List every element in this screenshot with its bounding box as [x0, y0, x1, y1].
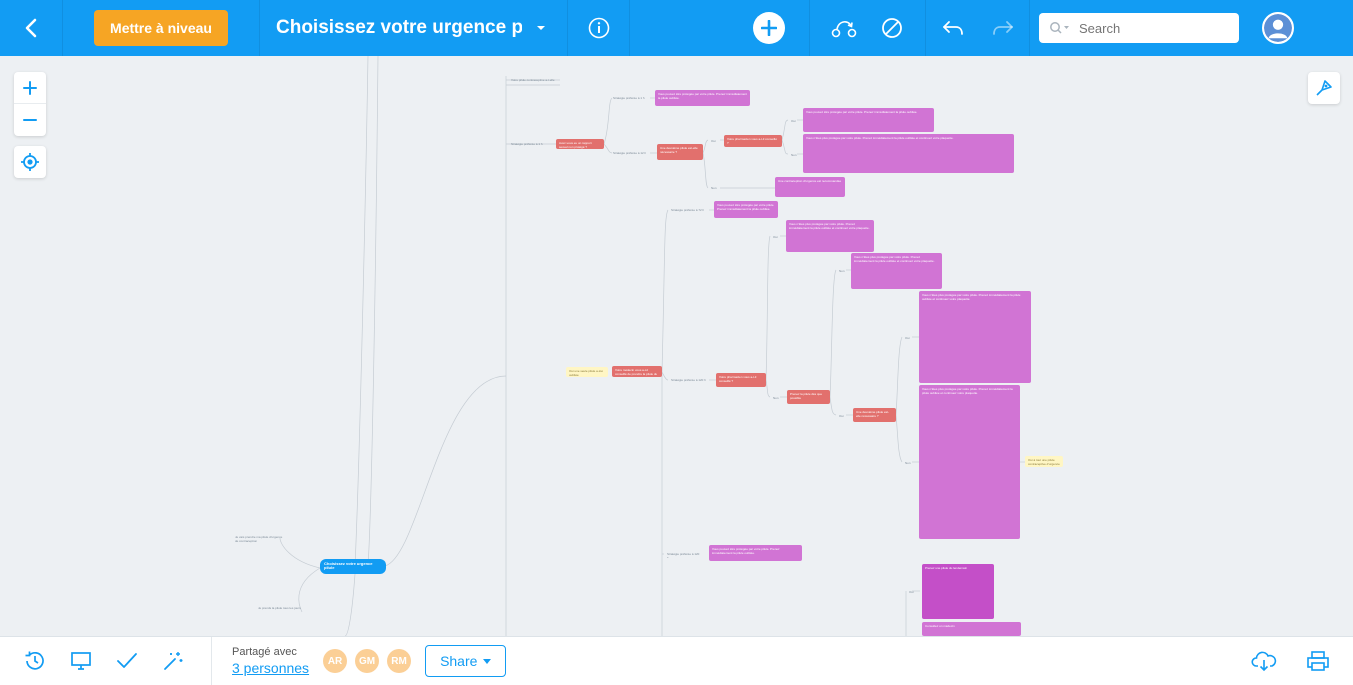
- top-toolbar: Mettre à niveau Choisissez votre urgence…: [0, 0, 1353, 56]
- mindmap-node[interactable]: Oui une seule pilule a été oubliée: [566, 367, 608, 377]
- mindmap-node[interactable]: Stratégie préférée à 1 h: [511, 142, 543, 146]
- mindmap-node[interactable]: Une deuxième pilule est-elle nécessaire …: [853, 408, 896, 422]
- label-oui: Oui: [711, 139, 716, 143]
- zoom-out-button[interactable]: [14, 104, 46, 136]
- collaborator-avatar[interactable]: RM: [387, 649, 412, 673]
- mindmap-node[interactable]: Votre pharmacien vous a-t-il conseillé ?: [716, 373, 766, 387]
- checkmark-icon: [117, 653, 137, 668]
- prohibited-icon: [881, 18, 902, 38]
- mindmap-node[interactable]: Stratégie préférée à 12 h: [613, 151, 647, 155]
- connection-icon: [831, 21, 856, 38]
- mindmap-node[interactable]: Vous pouvez être protégée par votre pilu…: [655, 90, 750, 106]
- undo-icon: [942, 21, 963, 35]
- history-icon: [25, 651, 44, 670]
- mindmap-node[interactable]: Votre pilule contraceptive a-t-elle été …: [511, 78, 555, 82]
- plus-icon: [23, 80, 37, 95]
- crosshair-icon: [21, 153, 39, 171]
- shared-label: Partagé avec: [232, 646, 297, 658]
- cloud-download-icon: [1251, 651, 1277, 672]
- mindmap-node[interactable]: Une contraception d'urgence est recomman…: [775, 177, 845, 197]
- mindmap-node[interactable]: Vous n'êtes plus protégée par votre pilu…: [851, 253, 942, 289]
- printer-icon: [1307, 651, 1329, 671]
- paint-icon: [1316, 80, 1332, 96]
- disable-button[interactable]: [878, 14, 906, 42]
- history-button[interactable]: [12, 637, 58, 685]
- share-button[interactable]: Share: [425, 645, 507, 677]
- plus-icon: [761, 20, 777, 36]
- label-oui: Oui: [791, 119, 796, 123]
- label-oui: Oui: [905, 336, 910, 340]
- mindmap-node[interactable]: Vous n'êtes plus protégée par votre pilu…: [803, 134, 1014, 173]
- mindmap-node[interactable]: Stratégie préférée à 72 h: [671, 208, 705, 212]
- document-title[interactable]: Choisissez votre urgence pil...: [276, 17, 522, 38]
- label-non: Non: [905, 461, 911, 465]
- print-button[interactable]: [1295, 637, 1341, 685]
- redo-button[interactable]: [989, 14, 1017, 42]
- search-icon: [1050, 22, 1069, 34]
- label-oui: Oui: [909, 590, 914, 594]
- back-button[interactable]: [0, 0, 63, 56]
- mindmap-node[interactable]: Vous pouvez être protégée par votre pilu…: [714, 201, 778, 218]
- label-oui: Oui: [839, 414, 844, 418]
- undo-button[interactable]: [939, 14, 967, 42]
- monitor-icon: [71, 652, 91, 670]
- center-map-button[interactable]: [14, 146, 46, 178]
- zoom-controls: [14, 72, 46, 136]
- mindmap-node[interactable]: Vous pouvez être protégée par votre pilu…: [709, 545, 802, 561]
- mindmap-node[interactable]: Prenez la pilule dès que possible: [787, 390, 830, 404]
- collaborator-avatar[interactable]: AR: [323, 649, 348, 673]
- user-avatar[interactable]: [1262, 12, 1294, 44]
- magic-button[interactable]: [150, 637, 196, 685]
- connect-button[interactable]: [830, 14, 858, 42]
- mindmap-node[interactable]: Je prends la pilule tous les jours: [258, 606, 301, 610]
- upgrade-button[interactable]: Mettre à niveau: [94, 10, 228, 46]
- info-icon: [588, 17, 609, 39]
- mindmap-node[interactable]: Vous n'êtes plus protégée par votre pilu…: [919, 291, 1031, 383]
- label-non: Non: [839, 269, 845, 273]
- user-icon: [1264, 14, 1292, 42]
- label-non: Non: [711, 186, 717, 190]
- connector-lines: [279, 56, 1025, 636]
- shared-info: Partagé avec 3 personnes: [232, 646, 309, 676]
- mindmap-node[interactable]: Oui à tout une pilule contraceptive d'ur…: [1025, 456, 1063, 467]
- magic-wand-icon: [164, 652, 183, 670]
- mindmap-node[interactable]: Je vais prendre ma pilule d'urgence de c…: [235, 535, 283, 543]
- mindmap-node[interactable]: Stratégie préférée à 120 h: [671, 378, 706, 382]
- caret-down-icon: [483, 658, 492, 664]
- add-node-button[interactable]: [753, 12, 785, 44]
- mindmap-node[interactable]: Vous pouvez être protégée par votre pilu…: [803, 108, 934, 132]
- mindmap-node[interactable]: Votre médecin vous a-t-il conseillé de p…: [612, 366, 662, 377]
- mindmap-node[interactable]: Prenez une pilule du lendemain: [922, 564, 994, 619]
- mindmap-node[interactable]: Stratégie préférée à 120 h: [667, 552, 700, 558]
- root-node[interactable]: Choisissez votre urgence pilule: [320, 559, 386, 574]
- label-non: Non: [791, 153, 797, 157]
- style-panel-button[interactable]: [1308, 72, 1340, 104]
- label-non: Non: [773, 396, 779, 400]
- mindmap-node[interactable]: Avez-vous eu un rapport sexuel non proté…: [556, 139, 604, 149]
- mindmap-node[interactable]: Vous n'êtes plus protégée par votre pilu…: [786, 220, 874, 252]
- shared-people-link[interactable]: 3 personnes: [232, 660, 310, 676]
- bottom-toolbar: Partagé avec 3 personnes AR GM RM Share: [0, 636, 1353, 685]
- present-button[interactable]: [58, 637, 104, 685]
- mindmap-node[interactable]: Consultez un médecin: [922, 622, 1021, 636]
- minus-icon: [23, 119, 37, 121]
- mindmap-node[interactable]: Une deuxième pilule est-elle nécessaire …: [657, 144, 703, 160]
- share-label: Share: [440, 653, 478, 669]
- collaborator-avatar[interactable]: GM: [355, 649, 380, 673]
- search-input[interactable]: [1079, 20, 1219, 36]
- tasks-button[interactable]: [104, 637, 150, 685]
- mindmap-node[interactable]: Stratégie préférée à 1 h: [613, 96, 645, 100]
- zoom-in-button[interactable]: [14, 72, 46, 104]
- info-button[interactable]: [568, 0, 630, 56]
- mindmap-canvas[interactable]: Choisissez votre urgence pilule Je vais …: [0, 56, 1353, 636]
- download-button[interactable]: [1241, 637, 1287, 685]
- chevron-left-icon: [25, 18, 37, 38]
- redo-icon: [992, 21, 1013, 35]
- label-oui: Oui: [773, 235, 778, 239]
- mindmap-node[interactable]: Votre pharmacien vous a-t-il conseillé ?: [724, 135, 782, 147]
- mindmap-node[interactable]: Vous n'êtes plus protégée par votre pilu…: [919, 385, 1020, 539]
- caret-down-icon[interactable]: [536, 25, 546, 31]
- search-box[interactable]: [1039, 13, 1239, 43]
